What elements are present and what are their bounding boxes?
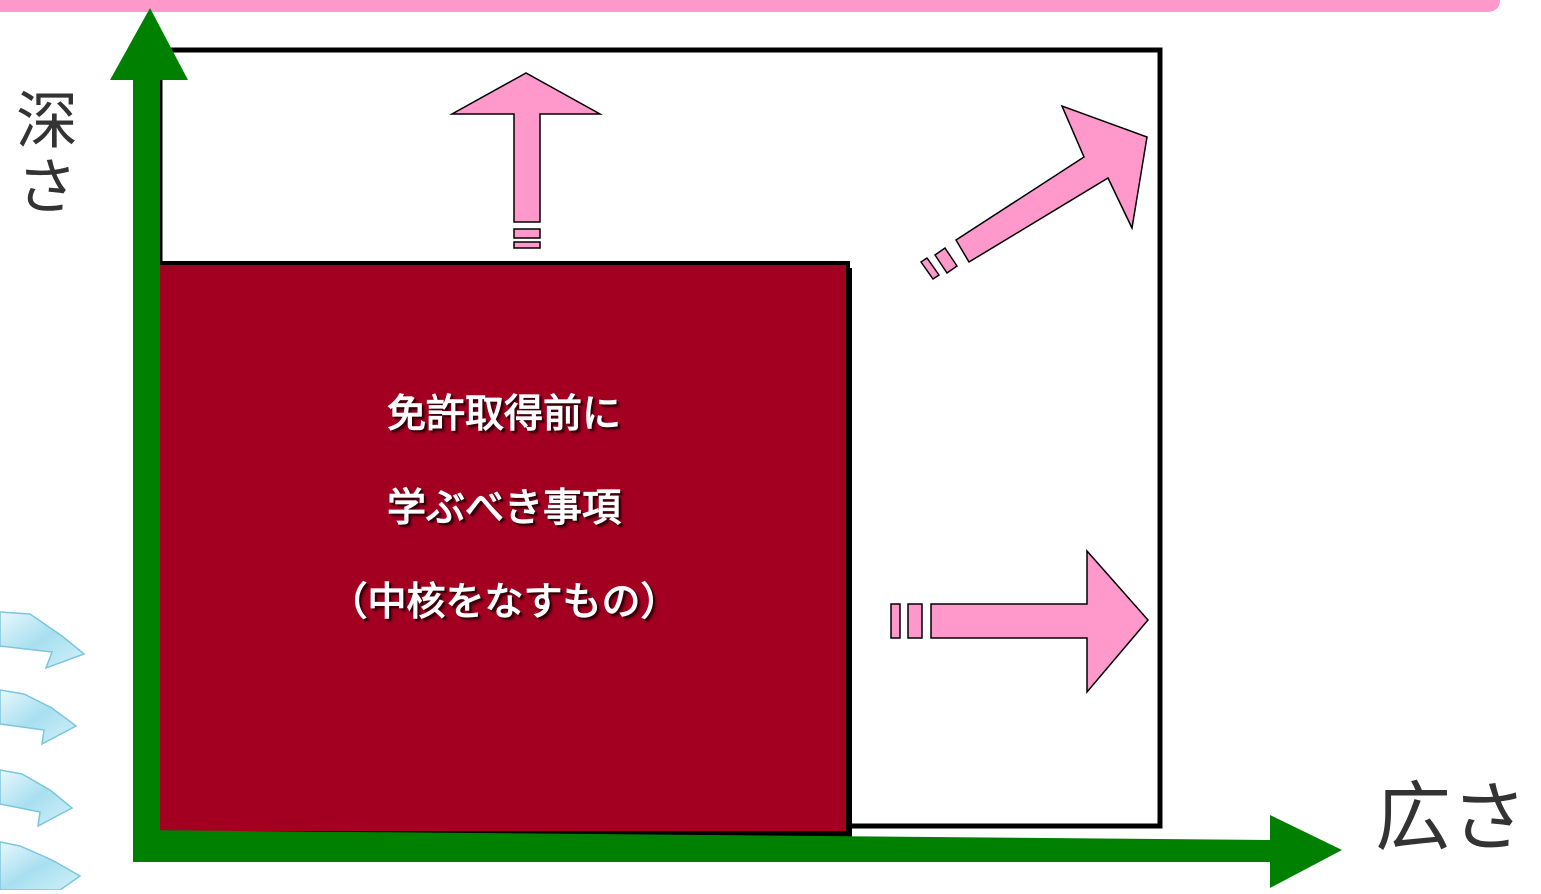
decor-arrow-1 (0, 611, 86, 670)
core-box-line-2: 学ぶべき事項 (386, 486, 621, 531)
right-expansion-arrow (890, 549, 1149, 695)
axes (110, 8, 1342, 888)
header-bar (0, 0, 1500, 12)
up-expansion-arrow (449, 72, 603, 249)
y-axis (110, 8, 188, 854)
x-axis (133, 815, 1342, 888)
core-box (156, 261, 850, 835)
core-box-line-1: 免許取得前に (386, 392, 621, 437)
decorative-arrows (0, 611, 86, 891)
decor-arrow-3 (0, 769, 74, 828)
decor-arrow-2 (0, 689, 78, 746)
core-box-text: 免許取得前に 学ぶべき事項 （中核をなすもの） (160, 385, 848, 667)
y-axis-label: 深さ (5, 88, 78, 220)
decor-arrow-4 (0, 841, 82, 891)
core-box-line-3: （中核をなすもの） (328, 580, 680, 625)
diagonal-expansion-arrow (919, 104, 1148, 281)
x-axis-label: 広さ (1375, 773, 1527, 862)
